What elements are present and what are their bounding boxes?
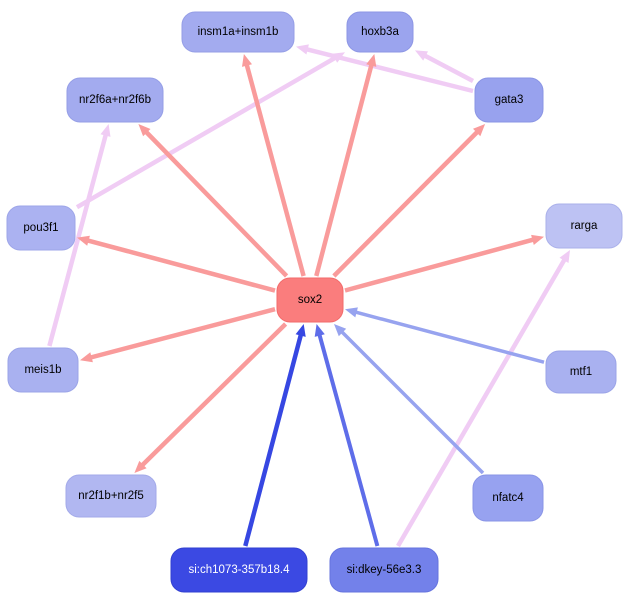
- edge-arrowhead: [334, 324, 347, 337]
- edge-arrowhead: [531, 234, 544, 245]
- node-box[interactable]: [545, 203, 623, 249]
- edge-sox2-to-pou3f1: [77, 235, 276, 293]
- node-nr2f6a_nr2f6b[interactable]: nr2f6a+nr2f6b: [66, 77, 164, 123]
- node-box[interactable]: [170, 547, 308, 593]
- edge-si_ch1073_357b18_4-to-sox2: [243, 324, 306, 547]
- node-box[interactable]: [276, 277, 344, 323]
- edge-line: [420, 51, 475, 83]
- edge-arrowhead: [332, 52, 345, 63]
- node-sox2[interactable]: sox2: [276, 277, 344, 323]
- node-mtf1[interactable]: mtf1: [545, 350, 617, 394]
- node-nfatc4[interactable]: nfatc4: [472, 474, 544, 522]
- edge-gata3-to-hoxb3a: [415, 50, 475, 83]
- edge-sox2-to-nr2f6a_nr2f6b: [138, 124, 289, 278]
- edge-arrowhead: [138, 124, 151, 137]
- node-nr2f1b_nr2f5[interactable]: nr2f1b+nr2f5: [65, 474, 157, 518]
- node-insm1a_insm1b[interactable]: insm1a+insm1b: [181, 11, 295, 53]
- node-box[interactable]: [181, 11, 295, 53]
- edge-arrowhead: [134, 460, 147, 473]
- edge-arrowhead: [473, 124, 486, 137]
- node-box[interactable]: [472, 474, 544, 522]
- node-rarga[interactable]: rarga: [545, 203, 623, 249]
- edge-sox2-to-gata3: [332, 124, 486, 278]
- edge-line: [302, 46, 474, 94]
- edge-arrowhead: [100, 124, 111, 137]
- edge-pou3f1-to-hoxb3a: [75, 52, 345, 210]
- edge-arrowhead: [366, 54, 377, 67]
- edge-sox2-to-meis1b: [80, 307, 276, 363]
- edge-arrowhead: [242, 54, 252, 67]
- edge-arrowhead: [77, 235, 90, 246]
- node-hoxb3a[interactable]: hoxb3a: [346, 11, 414, 53]
- node-box[interactable]: [329, 547, 439, 593]
- node-meis1b[interactable]: meis1b: [7, 347, 79, 393]
- node-box[interactable]: [474, 77, 544, 123]
- edge-line: [243, 330, 305, 547]
- edge-line: [83, 237, 276, 293]
- edge-mtf1-to-sox2: [345, 307, 545, 364]
- edge-line: [75, 53, 341, 210]
- edge-arrowhead: [296, 44, 309, 55]
- node-gata3[interactable]: gata3: [474, 77, 544, 123]
- edge-line: [243, 60, 306, 277]
- node-box[interactable]: [545, 350, 617, 394]
- node-pou3f1[interactable]: pou3f1: [6, 205, 76, 251]
- edge-line: [141, 127, 289, 278]
- edge-arrowhead: [559, 250, 570, 263]
- edge-arrowhead: [415, 50, 428, 61]
- edge-arrowhead: [295, 324, 306, 337]
- edge-line: [314, 60, 375, 277]
- edge-line: [396, 254, 569, 548]
- node-si_ch1073_357b18_4[interactable]: si:ch1073-357b18.4: [170, 547, 308, 593]
- edge-arrowhead: [314, 324, 325, 337]
- edge-sox2-to-rarga: [344, 234, 544, 293]
- edge-arrowhead: [80, 352, 93, 363]
- edge-line: [86, 307, 276, 361]
- edge-line: [344, 236, 538, 293]
- edge-line: [332, 127, 482, 278]
- edge-arrowhead: [345, 307, 358, 318]
- node-box[interactable]: [7, 347, 79, 393]
- edge-line: [316, 330, 380, 547]
- edge-sox2-to-nr2f1b_nr2f5: [134, 322, 288, 473]
- edge-nfatc4-to-sox2: [334, 324, 485, 475]
- node-box[interactable]: [65, 474, 157, 518]
- node-si_dkey_56e3_3[interactable]: si:dkey-56e3.3: [329, 547, 439, 593]
- edge-sox2-to-hoxb3a: [314, 54, 377, 277]
- node-box[interactable]: [6, 205, 76, 251]
- edge-line: [337, 327, 485, 475]
- edge-gata3-to-insm1a_insm1b: [296, 44, 474, 94]
- edge-si_dkey_56e3_3-to-rarga: [396, 250, 570, 548]
- edge-si_dkey_56e3_3-to-sox2: [314, 324, 380, 547]
- edge-line: [351, 309, 545, 364]
- node-box[interactable]: [66, 77, 164, 123]
- edge-sox2-to-insm1a_insm1b: [242, 54, 306, 277]
- edge-line: [137, 322, 288, 470]
- node-box[interactable]: [346, 11, 414, 53]
